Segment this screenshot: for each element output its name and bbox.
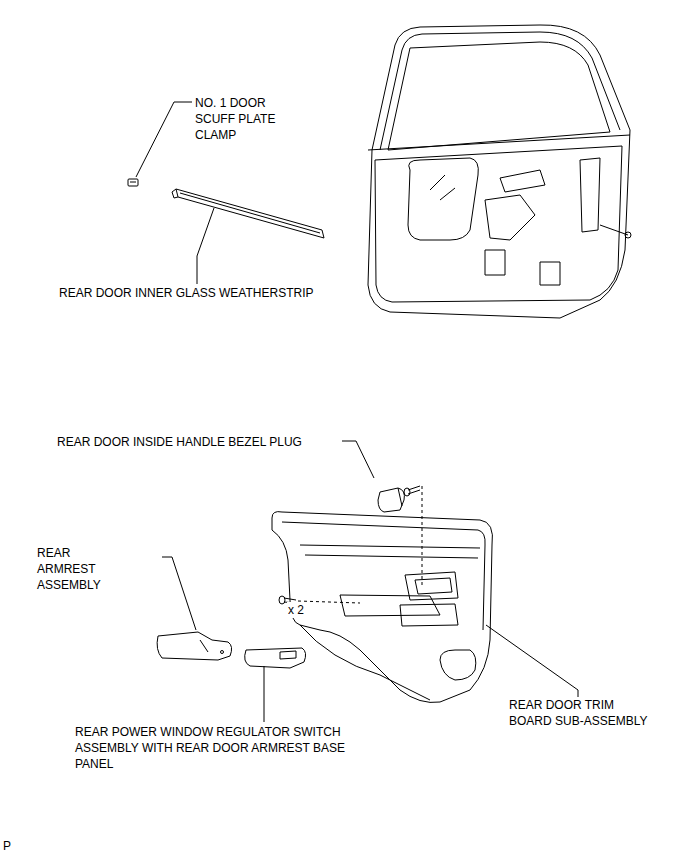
rear-door-illustration (368, 25, 631, 318)
part-label: REAR DOOR INNER GLASS WEATHERSTRIP (58, 285, 314, 301)
bezel-plug-part (378, 488, 404, 512)
trim-board-illustration (272, 512, 493, 703)
quantity-label: x 2 (287, 602, 305, 618)
leader-line (342, 441, 374, 478)
alignment-line (298, 601, 360, 603)
clamp-part (128, 179, 138, 186)
switch-panel-part (245, 648, 306, 668)
part-label: REAR DOOR INSIDE HANDLE BEZEL PLUG (56, 434, 303, 450)
screw-symbol (404, 486, 420, 496)
leader-line (264, 666, 265, 722)
armrest-part (157, 632, 232, 660)
leader-line (162, 557, 196, 630)
leader-line (486, 625, 578, 697)
part-label: REAR POWER WINDOW REGULATOR SWITCH ASSEM… (74, 724, 386, 772)
part-label: REAR DOOR TRIM BOARD SUB-ASSEMBLY (508, 697, 660, 729)
part-label: REAR ARMREST ASSEMBLY (36, 545, 128, 593)
part-label: NO. 1 DOOR SCUFF PLATE CLAMP (194, 95, 308, 143)
leader-line (197, 208, 214, 284)
weatherstrip-part (172, 189, 324, 238)
figure-code: P (2, 838, 12, 854)
alignment-line (422, 486, 423, 585)
leader-line (136, 102, 192, 177)
